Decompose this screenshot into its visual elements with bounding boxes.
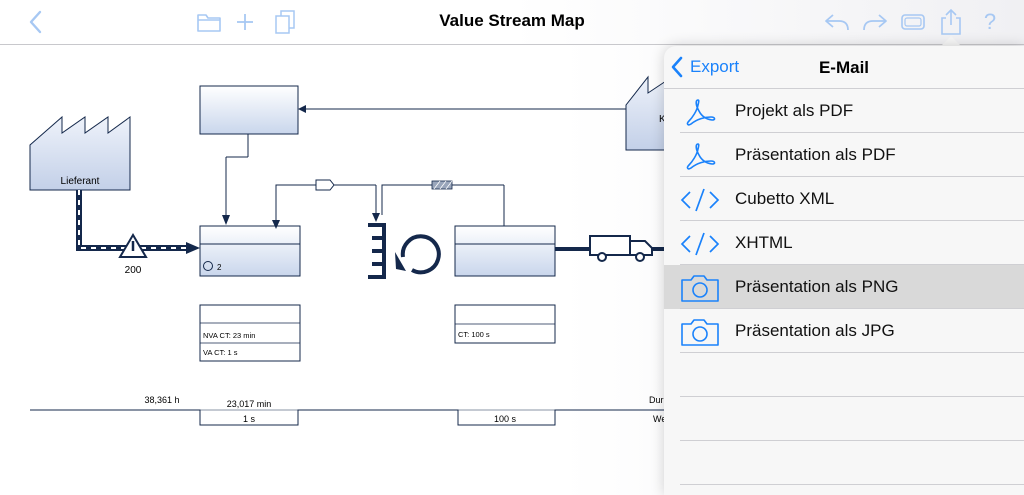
truck-icon	[589, 235, 653, 262]
timeline-step1-ct: 1 s	[243, 414, 256, 424]
timeline-right-top: Dur	[649, 395, 664, 405]
kanban-card-icon	[315, 179, 335, 191]
timeline: 38,361 h 23,017 min 1 s 100 s Dur We	[30, 395, 666, 426]
export-item-label: Projekt als PDF	[735, 101, 854, 120]
code-icon	[680, 188, 720, 212]
row-divider	[680, 264, 1024, 265]
row-divider	[680, 220, 1024, 221]
undo-button[interactable]	[822, 8, 852, 36]
pull-circle-icon[interactable]	[395, 234, 441, 275]
timeline-lead-time: 38,361 h	[144, 395, 179, 405]
export-item-label: Präsentation als JPG	[735, 321, 895, 340]
export-item-praesentation-pdf[interactable]: Präsentation als PDF	[664, 133, 1024, 177]
data-box-1-nva: NVA CT: 23 min	[203, 331, 255, 340]
empty-row-divider	[680, 396, 1024, 397]
data-box-2-ct: CT: 100 s	[458, 330, 490, 339]
export-item-cubetto-xml[interactable]: Cubetto XML	[664, 177, 1024, 221]
row-divider	[680, 352, 1024, 353]
share-button[interactable]	[937, 8, 965, 36]
popover-title: E-Mail	[818, 58, 870, 77]
production-control-box[interactable]	[199, 85, 299, 135]
page-title: Value Stream Map	[439, 11, 585, 30]
export-item-praesentation-jpg[interactable]: Präsentation als JPG	[664, 309, 1024, 353]
row-divider	[680, 176, 1024, 177]
view-toggle-icon	[901, 14, 925, 30]
export-item-praesentation-png[interactable]: Präsentation als PNG	[664, 265, 1024, 309]
add-icon	[237, 14, 253, 30]
popover-arrow	[940, 36, 962, 47]
data-box-2[interactable]: CT: 100 s	[454, 304, 556, 344]
export-item-label: Cubetto XML	[735, 189, 835, 208]
back-icon	[29, 10, 42, 34]
back-button[interactable]	[22, 8, 48, 36]
pdf-icon	[686, 143, 716, 170]
share-icon	[941, 8, 961, 35]
data-box-1-va: VA CT: 1 s	[203, 348, 238, 357]
value-stream-diagram: Lieferant 200 K 2	[29, 74, 701, 426]
help-icon: ?	[983, 9, 997, 34]
supplier-factory[interactable]: Lieferant	[29, 115, 131, 191]
export-back-label: Export	[690, 57, 740, 76]
supplier-label: Lieferant	[61, 176, 100, 187]
export-item-label: Präsentation als PDF	[735, 145, 896, 164]
export-popover: Export E-Mail Projekt als PDF Präsentati…	[664, 46, 1024, 495]
camera-icon	[681, 275, 719, 302]
inventory-triangle[interactable]: 200	[118, 233, 148, 276]
undo-icon	[825, 14, 849, 31]
process-box-2[interactable]	[454, 225, 556, 277]
open-folder-button[interactable]	[194, 8, 224, 36]
timeline-step2-ct: 100 s	[494, 414, 517, 424]
export-item-xhtml[interactable]: XHTML	[664, 221, 1024, 265]
data-box-1[interactable]: NVA CT: 23 min VA CT: 1 s	[199, 304, 301, 362]
row-divider	[680, 308, 1024, 309]
empty-row-divider	[680, 440, 1024, 441]
process-1-operator-count: 2	[217, 263, 222, 272]
export-item-projekt-pdf[interactable]: Projekt als PDF	[664, 89, 1024, 133]
supermarket-icon[interactable]	[368, 223, 386, 279]
duplicate-icon	[275, 10, 295, 34]
export-back-button[interactable]: Export	[670, 54, 739, 80]
popover-header: Export E-Mail	[664, 46, 1024, 89]
inventory-quantity: 200	[125, 265, 142, 276]
chevron-left-icon	[671, 56, 683, 78]
help-button[interactable]: ?	[978, 8, 1002, 36]
export-item-label: XHTML	[735, 233, 793, 252]
top-toolbar: Value Stream Map ?	[0, 0, 1024, 45]
add-button[interactable]	[232, 8, 258, 36]
row-divider	[680, 132, 1024, 133]
folder-icon	[197, 14, 221, 32]
duplicate-button[interactable]	[271, 8, 299, 36]
view-toggle-button[interactable]	[899, 8, 927, 36]
camera-icon	[681, 319, 719, 346]
timeline-right-bottom: We	[653, 414, 666, 424]
process-box-1[interactable]: 2	[199, 225, 301, 277]
pdf-icon	[686, 99, 716, 126]
export-item-label: Präsentation als PNG	[735, 277, 899, 296]
customer-label: K	[659, 114, 666, 125]
code-icon	[680, 232, 720, 256]
empty-row-divider	[680, 484, 1024, 485]
redo-button[interactable]	[860, 8, 890, 36]
redo-icon	[863, 14, 887, 31]
timeline-nva-time: 23,017 min	[227, 399, 272, 409]
